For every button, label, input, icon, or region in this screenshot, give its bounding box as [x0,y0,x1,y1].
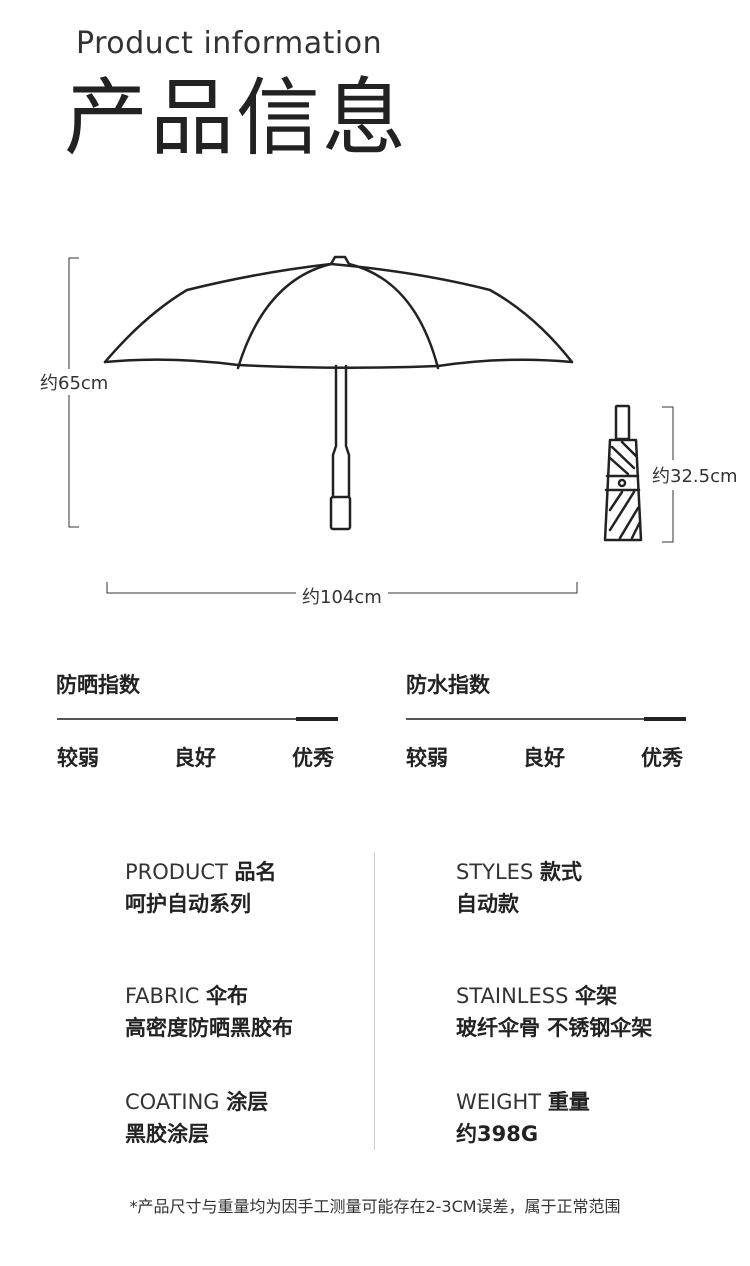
waterproof-high: 优秀 [641,746,683,770]
waterproof-title: 防水指数 [406,673,490,697]
sun-protection-title: 防晒指数 [56,673,140,697]
spec-product-value: 呵护自动系列 [125,892,251,916]
measurement-note: *产品尺寸与重量均为因手工测量可能存在2-3CM误差，属于正常范围 [129,1197,621,1216]
height-label: 约65cm [40,369,109,395]
spec-product-key: PRODUCT 品名 [125,860,277,884]
canopy-left-rib [236,262,333,370]
canopy-outline [103,262,574,364]
specs-divider [374,852,375,1150]
width-label: 约104cm [296,583,388,609]
spec-coating-value: 黑胶涂层 [125,1122,209,1146]
spec-fabric-key: FABRIC 伞布 [125,984,249,1008]
waterproof-low: 较弱 [406,746,448,770]
spec-weight-key: WEIGHT 重量 [456,1090,590,1114]
canopy-top-knob [329,255,351,266]
folded-body [603,438,643,542]
spec-styles-key: STYLES 款式 [456,860,582,884]
umbrella-shaft [331,364,351,499]
canopy-bottom-edge [103,358,574,370]
spec-styles-value: 自动款 [456,892,519,916]
waterproof-level [644,717,686,721]
spec-stainless-key: STAINLESS 伞架 [456,984,618,1008]
sun-protection-low: 较弱 [57,746,99,770]
sun-protection-mid: 良好 [174,746,216,770]
umbrella-handle [329,495,352,531]
spec-stainless-value: 玻纤伞骨 不锈钢伞架 [456,1016,653,1040]
title-english: Product information [76,26,383,61]
canopy-right-rib [347,262,440,370]
spec-coating-key: COATING 涂层 [125,1090,269,1114]
waterproof-scale [406,717,686,721]
title-chinese: 产品信息 [64,69,409,167]
umbrella-diagram [68,255,674,594]
sun-protection-high: 优秀 [292,746,334,770]
folded-length-label: 约32.5cm [652,460,738,490]
folded-strap [614,404,631,441]
spec-weight-value: 约398G [456,1122,539,1146]
sun-protection-level [296,717,338,721]
spec-fabric-value: 高密度防晒黑胶布 [125,1016,293,1040]
sun-protection-scale [57,717,338,721]
waterproof-mid: 良好 [523,746,565,770]
